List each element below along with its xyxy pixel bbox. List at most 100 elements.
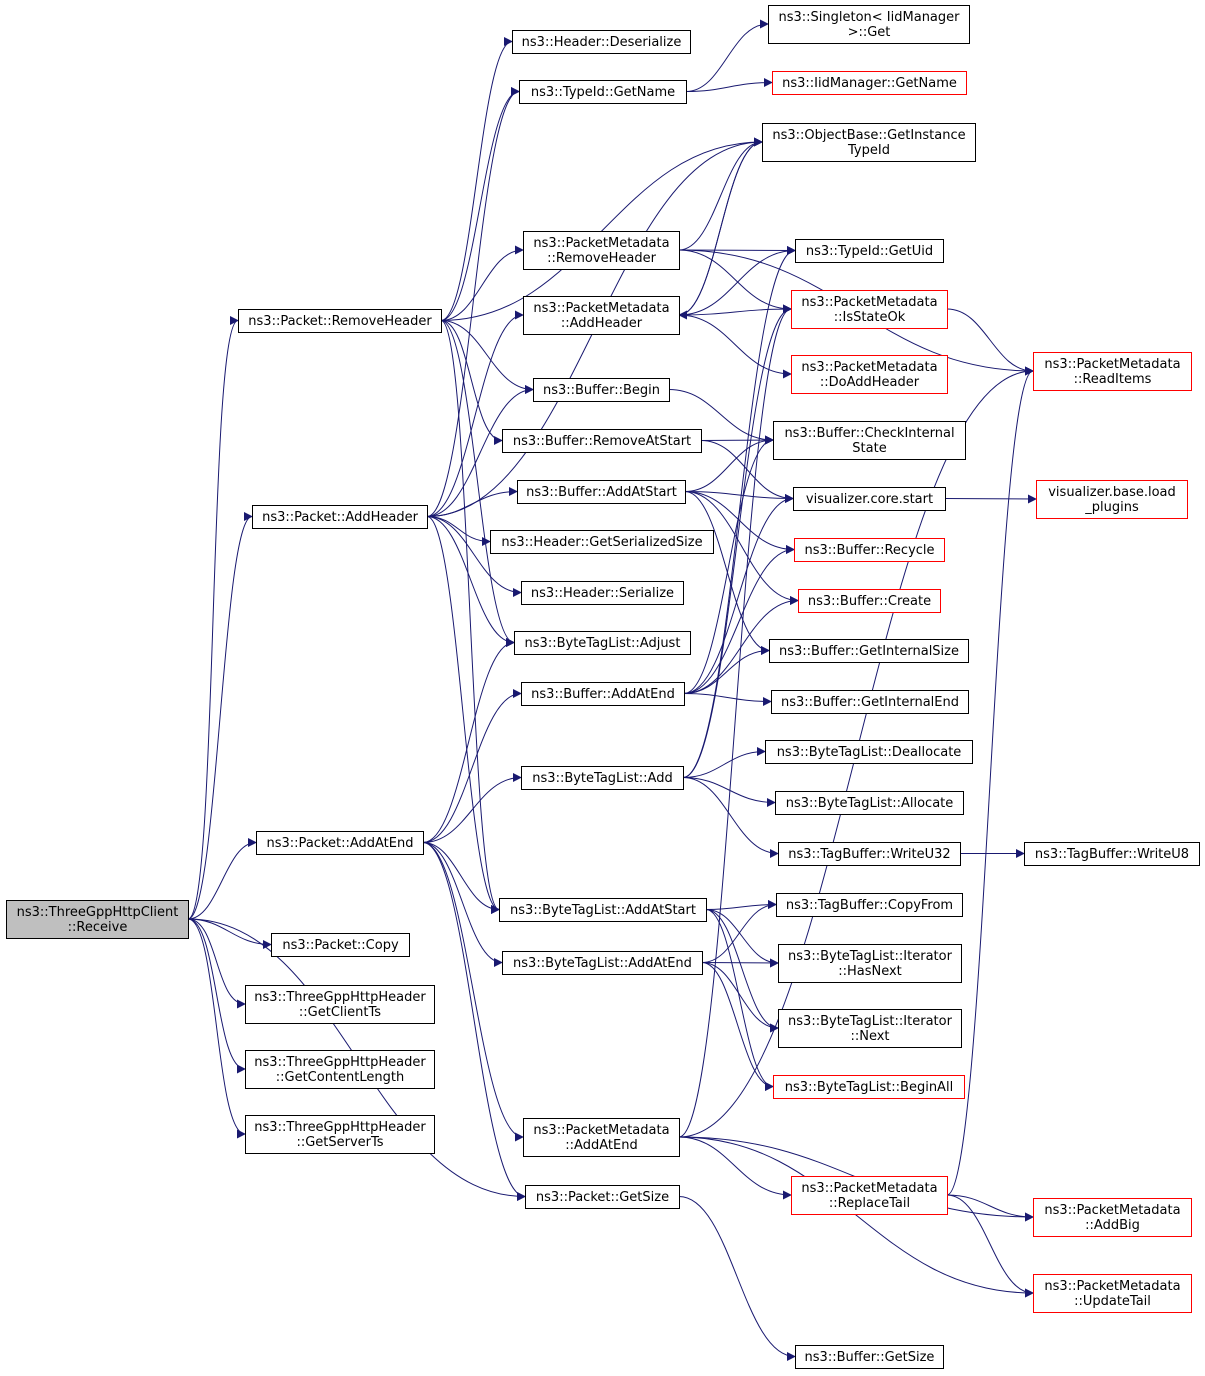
edge-addAtEnd-to-btlAddAtEnd <box>422 842 503 967</box>
node-label: ::Receive <box>68 920 128 935</box>
edge-pmRemoveHeader-to-objGetInstanceTypeId <box>678 137 763 251</box>
node-btlIterNext[interactable]: ns3::ByteTagList::Iterator::Next <box>778 1009 962 1048</box>
node-singletonGet[interactable]: ns3::Singleton< IidManager >::Get <box>768 5 970 44</box>
node-label: ns3::TagBuffer::WriteU32 <box>788 847 950 862</box>
node-root[interactable]: ns3::ThreeGppHttpClient::Receive <box>6 900 189 939</box>
edge-btlAddAtEnd-to-btlIterHasNext <box>701 958 779 968</box>
node-getClientTs[interactable]: ns3::ThreeGppHttpHeader::GetClientTs <box>245 985 435 1024</box>
node-pmAddHeader[interactable]: ns3::PacketMetadata::AddHeader <box>523 296 680 335</box>
node-pmReadItems[interactable]: ns3::PacketMetadata::ReadItems <box>1033 352 1192 391</box>
edge-root-to-getClientTs <box>187 918 246 1009</box>
node-pmAddAtEnd[interactable]: ns3::PacketMetadata::AddAtEnd <box>523 1118 680 1157</box>
node-pmUpdateTail[interactable]: ns3::PacketMetadata::UpdateTail <box>1033 1274 1192 1313</box>
node-iidGetName[interactable]: ns3::IidManager::GetName <box>772 71 967 95</box>
node-box <box>795 239 944 263</box>
node-box <box>499 898 707 922</box>
node-bufferAddAtEnd[interactable]: ns3::Buffer::AddAtEnd <box>521 682 685 706</box>
node-label: ns3::Packet::AddAtEnd <box>267 836 414 851</box>
node-box <box>775 791 964 815</box>
node-headerSerialize[interactable]: ns3::Header::Serialize <box>521 581 684 605</box>
edge-pmReplaceTail-to-pmUpdateTail <box>946 1194 1034 1298</box>
node-box <box>1033 352 1192 391</box>
node-vizBaseLoadPlugins[interactable]: visualizer.base.load_plugins <box>1036 480 1188 519</box>
edge-bufferAddAtStart-to-bufferCreate <box>684 491 799 605</box>
node-label: ns3::PacketMetadata <box>801 360 937 375</box>
node-label: ::GetContentLength <box>276 1070 404 1085</box>
node-addAtEnd[interactable]: ns3::Packet::AddAtEnd <box>256 831 424 855</box>
node-box <box>517 480 686 504</box>
node-vizCoreStart[interactable]: visualizer.core.start <box>793 487 946 511</box>
node-label: ns3::ByteTagList::Deallocate <box>777 745 962 760</box>
node-label: ns3::Buffer::AddAtEnd <box>531 687 675 702</box>
node-bufferAddAtStart[interactable]: ns3::Buffer::AddAtStart <box>517 480 686 504</box>
node-btlAdd[interactable]: ns3::ByteTagList::Add <box>521 766 684 790</box>
node-box <box>525 1185 680 1209</box>
node-box <box>791 290 948 329</box>
edge-btlAdd-to-btlDeallocate <box>682 747 766 778</box>
edge-typeIdGetName-to-singletonGet <box>685 19 769 92</box>
node-label: ns3::PacketMetadata <box>801 1181 937 1196</box>
node-headerDeserialize[interactable]: ns3::Header::Deserialize <box>512 30 691 54</box>
node-bufferGetInternalSize[interactable]: ns3::Buffer::GetInternalSize <box>769 639 969 663</box>
edge-btlAdd-to-btlAllocate <box>682 777 776 807</box>
node-pmDoAddHeader[interactable]: ns3::PacketMetadata::DoAddHeader <box>791 355 948 394</box>
edge-addHeader-to-headerSerialize <box>426 516 522 597</box>
node-label: ns3::PacketMetadata <box>1044 1279 1180 1294</box>
node-label: TypeId <box>847 143 890 158</box>
node-typeIdGetUid[interactable]: ns3::TypeId::GetUid <box>795 239 944 263</box>
node-label: >::Get <box>848 25 891 40</box>
node-box <box>521 581 684 605</box>
node-btlIterHasNext[interactable]: ns3::ByteTagList::Iterator::HasNext <box>778 944 962 983</box>
edge-addHeader-to-btlAddAtStart <box>426 516 500 914</box>
node-bufferGetSize[interactable]: ns3::Buffer::GetSize <box>795 1345 944 1369</box>
node-bufferRecycle[interactable]: ns3::Buffer::Recycle <box>794 538 945 562</box>
node-btlAdjust[interactable]: ns3::ByteTagList::Adjust <box>514 631 691 655</box>
node-btlAddAtEnd[interactable]: ns3::ByteTagList::AddAtEnd <box>502 951 703 975</box>
node-getServerTs[interactable]: ns3::ThreeGppHttpHeader::GetServerTs <box>245 1115 435 1154</box>
node-tagBufWriteU32[interactable]: ns3::TagBuffer::WriteU32 <box>778 842 961 866</box>
node-label: ns3::ByteTagList::BeginAll <box>785 1080 953 1095</box>
node-copy[interactable]: ns3::Packet::Copy <box>271 933 410 957</box>
node-addHeader[interactable]: ns3::Packet::AddHeader <box>252 505 428 529</box>
node-box <box>773 1075 965 1099</box>
node-btlAddAtStart[interactable]: ns3::ByteTagList::AddAtStart <box>499 898 707 922</box>
node-label: ::ReadItems <box>1074 372 1152 387</box>
node-tagBufCopyFrom[interactable]: ns3::TagBuffer::CopyFrom <box>776 893 963 917</box>
node-bufferRemoveAtStart[interactable]: ns3::Buffer::RemoveAtStart <box>502 429 702 453</box>
node-label: ns3::PacketMetadata <box>1044 1203 1180 1218</box>
node-pmRemoveHeader[interactable]: ns3::PacketMetadata::RemoveHeader <box>523 231 680 270</box>
node-box <box>1033 1274 1192 1313</box>
node-bufferGetInternalEnd[interactable]: ns3::Buffer::GetInternalEnd <box>771 690 969 714</box>
node-label: ns3::Header::Serialize <box>531 586 674 601</box>
node-removeHeader[interactable]: ns3::Packet::RemoveHeader <box>238 309 442 333</box>
edge-root-to-addHeader <box>187 512 253 920</box>
node-label: ::AddBig <box>1085 1218 1140 1233</box>
node-typeIdGetName[interactable]: ns3::TypeId::GetName <box>519 80 687 104</box>
node-btlDeallocate[interactable]: ns3::ByteTagList::Deallocate <box>765 740 973 764</box>
node-label: ns3::PacketMetadata <box>801 295 937 310</box>
node-bufferCreate[interactable]: ns3::Buffer::Create <box>798 589 941 613</box>
edge-bufferAddAtEnd-to-bufferGetInternalEnd <box>683 693 772 706</box>
node-box <box>502 951 703 975</box>
node-pmIsStateOk[interactable]: ns3::PacketMetadata::IsStateOk <box>791 290 948 329</box>
node-pmReplaceTail[interactable]: ns3::PacketMetadata::ReplaceTail <box>791 1176 948 1215</box>
node-headerGetSerializedSize[interactable]: ns3::Header::GetSerializedSize <box>490 530 714 554</box>
node-bufferBegin[interactable]: ns3::Buffer::Begin <box>533 378 670 402</box>
node-getContentLength[interactable]: ns3::ThreeGppHttpHeader::GetContentLengt… <box>245 1050 435 1089</box>
node-btlAllocate[interactable]: ns3::ByteTagList::Allocate <box>775 791 964 815</box>
edge-bufferAddAtStart-to-vizCoreStart <box>684 491 794 503</box>
node-tagBufWriteU8[interactable]: ns3::TagBuffer::WriteU8 <box>1024 842 1200 866</box>
node-box <box>519 80 687 104</box>
node-box <box>768 5 970 44</box>
node-pmAddBig[interactable]: ns3::PacketMetadata::AddBig <box>1033 1198 1192 1237</box>
node-packetGetSize[interactable]: ns3::Packet::GetSize <box>525 1185 680 1209</box>
node-btlBeginAll[interactable]: ns3::ByteTagList::BeginAll <box>773 1075 965 1099</box>
edge-bufferBegin-to-bufferCheckInternalState <box>668 389 774 445</box>
edge-removeHeader-to-typeIdGetName <box>440 87 520 321</box>
node-label: ns3::ThreeGppHttpHeader <box>254 1120 426 1135</box>
edge-vizCoreStart-to-vizBaseLoadPlugins <box>944 494 1037 504</box>
node-box <box>238 309 442 333</box>
edge-root-to-getContentLength <box>187 918 246 1074</box>
